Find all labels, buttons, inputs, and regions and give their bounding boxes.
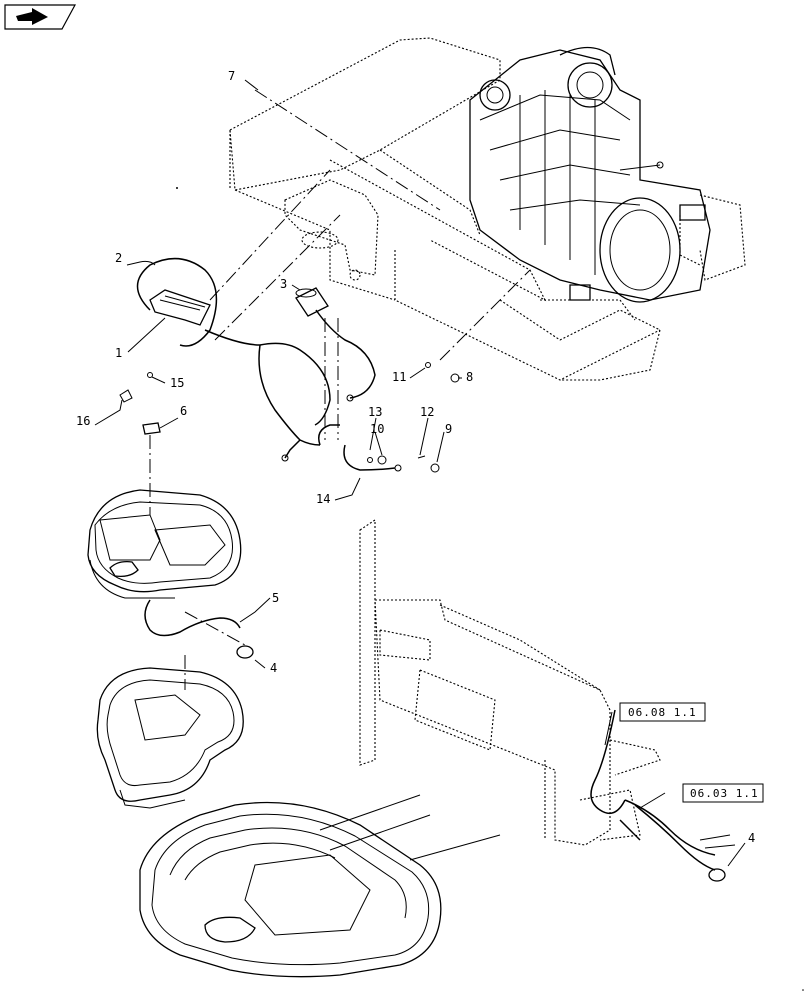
callout-12: 12 bbox=[420, 405, 434, 419]
cab-structure bbox=[319, 518, 736, 882]
engine-frame-assembly bbox=[229, 37, 746, 381]
wiring-harness bbox=[119, 89, 531, 473]
forward-nav-button[interactable] bbox=[4, 4, 77, 30]
console-top-panel bbox=[87, 435, 242, 599]
callout-15: 15 bbox=[170, 376, 184, 390]
callout-2: 2 bbox=[115, 251, 122, 265]
floor-mat bbox=[139, 801, 442, 978]
callout-labels: 1 2 3 4 4 5 6 7 8 9 10 11 12 13 14 15 16 bbox=[76, 69, 755, 845]
callout-14: 14 bbox=[316, 492, 330, 506]
callout-5: 5 bbox=[272, 591, 279, 605]
reference-box-1[interactable]: 06.08 1.1 bbox=[619, 702, 706, 722]
callout-7: 7 bbox=[228, 69, 235, 83]
callout-6: 6 bbox=[180, 404, 187, 418]
callout-11: 11 bbox=[392, 370, 406, 384]
callout-9: 9 bbox=[445, 422, 452, 436]
callout-1: 1 bbox=[115, 346, 122, 360]
callout-4-bottom: 4 bbox=[748, 831, 755, 845]
reference-label-2: 06.03 1.1 bbox=[690, 787, 759, 800]
forward-arrow-icon bbox=[4, 4, 77, 30]
callout-13: 13 bbox=[368, 405, 382, 419]
callout-3: 3 bbox=[280, 277, 287, 291]
reference-box-2[interactable]: 06.03 1.1 bbox=[682, 783, 764, 803]
callout-16: 16 bbox=[76, 414, 90, 428]
reference-label-1: 06.08 1.1 bbox=[628, 706, 697, 719]
console-base bbox=[96, 655, 244, 809]
callout-8: 8 bbox=[466, 370, 473, 384]
callout-10: 10 bbox=[370, 422, 384, 436]
wire-5 bbox=[144, 599, 254, 659]
leader-lines bbox=[94, 79, 746, 867]
callout-4-top: 4 bbox=[270, 661, 277, 675]
